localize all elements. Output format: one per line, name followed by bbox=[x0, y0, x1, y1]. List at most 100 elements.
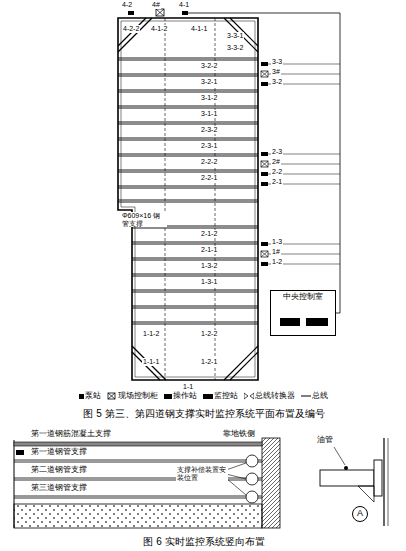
drawing-stroke bbox=[118, 138, 258, 139]
end-plate bbox=[374, 460, 382, 496]
drawing-stroke bbox=[118, 172, 258, 173]
drawing-stroke bbox=[226, 478, 246, 495]
legend-swatch bbox=[79, 394, 84, 399]
legend-symbol bbox=[107, 392, 117, 400]
drawing-stroke bbox=[14, 462, 262, 463]
strut-number: 4-1-2 bbox=[150, 25, 168, 33]
drawing-stroke bbox=[118, 186, 258, 187]
steel-struts bbox=[118, 58, 258, 324]
strut-number: 2-3-1 bbox=[200, 142, 218, 150]
drawing-stroke bbox=[132, 346, 166, 380]
drawing-stroke bbox=[14, 496, 262, 497]
control-room-box: 中央控制室 bbox=[270, 290, 336, 336]
drawing-stroke bbox=[118, 170, 258, 171]
pump-symbol bbox=[128, 11, 134, 15]
drawing-stroke bbox=[118, 74, 258, 75]
strut-number: 3-1-1 bbox=[200, 110, 218, 118]
legend-symbol-stroke bbox=[244, 393, 254, 399]
station-number: 2# bbox=[271, 158, 281, 166]
drawing-stroke bbox=[132, 306, 258, 307]
drawing-stroke bbox=[132, 244, 258, 245]
drawing-stroke bbox=[261, 251, 268, 257]
pump-number: 4-1 bbox=[178, 1, 190, 9]
drawing-stroke bbox=[132, 322, 258, 323]
drawing-stroke bbox=[132, 292, 258, 293]
legend-symbol-stroke bbox=[108, 393, 115, 399]
drawing-stroke bbox=[261, 251, 268, 257]
figure-caption: 图 5 第三、第四道钢支撑实时监控系统平面布置及编号 bbox=[0, 408, 406, 419]
legend-item: 总线 bbox=[301, 392, 328, 401]
column-lines bbox=[165, 18, 215, 380]
wall-face bbox=[388, 438, 389, 526]
drawing-stroke bbox=[261, 152, 268, 156]
strut-number: 1-1-1 bbox=[142, 358, 160, 366]
leader-lines bbox=[226, 463, 246, 495]
legend-symbol-stroke bbox=[108, 393, 115, 399]
drawing-stroke bbox=[118, 90, 258, 91]
drawing-stroke bbox=[118, 76, 258, 77]
strut-number: 2-1-1 bbox=[200, 246, 218, 254]
section-struts bbox=[14, 460, 262, 498]
drawing-stroke bbox=[118, 58, 258, 59]
stiffener bbox=[358, 486, 374, 502]
drawing-stroke bbox=[132, 276, 258, 277]
legend-text: 现场控制柜 bbox=[118, 392, 158, 401]
part-name: 油管 bbox=[316, 436, 334, 445]
legend-item: 现场控制柜 bbox=[107, 392, 158, 401]
drawing-stroke bbox=[132, 258, 258, 259]
pump-number: 4-2 bbox=[121, 1, 133, 9]
drawing-stroke bbox=[261, 82, 268, 86]
device-note: 支撑补偿装置安装位置 bbox=[176, 466, 228, 481]
legend-symbol-stroke bbox=[301, 396, 311, 397]
strut-number: 1-3-1 bbox=[200, 278, 218, 286]
strut-number: 3-2-2 bbox=[200, 62, 218, 70]
drawing-stroke bbox=[14, 460, 262, 461]
legend: 泵站现场控制柜操作站监控站总线转换器总线 bbox=[4, 392, 402, 401]
side-label: 靠地铁侧 bbox=[222, 430, 256, 439]
station-number: 2-2 bbox=[271, 168, 283, 176]
pit-bottom bbox=[14, 504, 262, 528]
drawing-stroke bbox=[226, 474, 246, 479]
drawing-stroke bbox=[118, 154, 258, 155]
legend-text: 总线 bbox=[312, 392, 328, 401]
strut-number: 3-3-1 bbox=[226, 32, 244, 40]
legend-swatch bbox=[164, 394, 172, 399]
strut-end bbox=[320, 470, 374, 486]
strut-name: 第三道钢管支撑 bbox=[30, 484, 88, 493]
station-number: 1-3 bbox=[271, 238, 283, 246]
concrete-strut bbox=[14, 442, 262, 446]
drawing-stroke bbox=[118, 124, 258, 125]
strut-name: 第二道钢管支撑 bbox=[30, 466, 88, 475]
strut-number: 4-2-2 bbox=[122, 25, 140, 33]
strut-number: 1-3-2 bbox=[200, 262, 218, 270]
strut-spec: Φ609×16 钢管支撑 bbox=[121, 212, 167, 227]
drawing-stroke bbox=[224, 346, 258, 380]
cabinet-cross bbox=[156, 9, 164, 16]
strut-number: 2-2-2 bbox=[200, 158, 218, 166]
drawing-stroke bbox=[132, 242, 258, 243]
drawing-stroke bbox=[132, 228, 258, 229]
strut-number: 2-2-1 bbox=[200, 174, 218, 182]
figure-caption: 图 6 实时监控系统竖向布置 bbox=[0, 536, 406, 547]
drawing-stroke bbox=[118, 18, 146, 46]
station-number: 3-3 bbox=[271, 58, 283, 66]
legend-symbol bbox=[244, 392, 254, 400]
drawing-stroke bbox=[118, 106, 258, 107]
drawing-stroke bbox=[132, 308, 258, 309]
drawing-stroke bbox=[118, 140, 258, 141]
drawing-stroke bbox=[118, 92, 258, 93]
strut-number: 1-1-2 bbox=[142, 330, 160, 338]
drawing-stroke bbox=[132, 290, 258, 291]
strut-name: 第一道钢筋混凝土支撑 bbox=[30, 430, 112, 439]
drawing-stroke bbox=[132, 324, 258, 325]
drawing-stroke bbox=[261, 62, 268, 66]
drawing-stroke bbox=[215, 18, 216, 380]
station-number: 4# bbox=[151, 1, 161, 9]
diaphragm-wall bbox=[262, 438, 280, 528]
legend-text: 操作站 bbox=[173, 392, 197, 401]
drawing-stroke bbox=[118, 202, 258, 203]
legend-swatch bbox=[203, 394, 213, 399]
drawing-stroke bbox=[118, 108, 258, 109]
station-number: 2-1 bbox=[271, 178, 283, 186]
oil-port bbox=[344, 466, 348, 470]
